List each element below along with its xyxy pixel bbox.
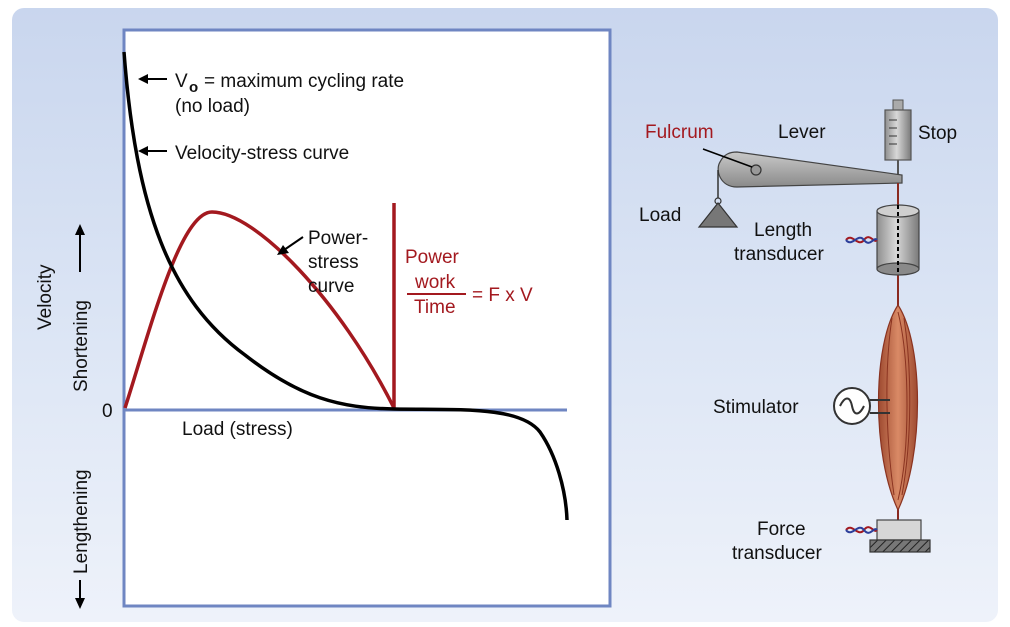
lever-arm xyxy=(717,151,903,188)
v0-no-load: (no load) xyxy=(175,96,250,117)
velocity-stress-arrowhead xyxy=(138,146,148,156)
power-stress-arrow xyxy=(283,236,304,251)
v0-symbol: V xyxy=(175,71,188,92)
v0-arrowhead xyxy=(138,74,148,84)
y-lengthening-label: Lengthening xyxy=(71,469,92,574)
v0-definition: = maximum cycling rate xyxy=(204,71,404,92)
stop-device xyxy=(884,99,912,178)
load-weight xyxy=(697,202,739,228)
stop-label: Stop xyxy=(918,123,957,144)
v0-subscript: o xyxy=(189,79,198,96)
force-transducer-label-1: Force xyxy=(757,519,806,540)
lever-label: Lever xyxy=(778,122,826,143)
x-axis-label: Load (stress) xyxy=(182,419,293,440)
muscle-apparatus: Fulcrum Lever Stop Load Length transduce… xyxy=(639,99,957,564)
formula-denominator: Time xyxy=(414,297,456,318)
muscle xyxy=(877,303,919,512)
power-stress-label-2: stress xyxy=(308,252,359,273)
length-transducer xyxy=(876,204,920,276)
fulcrum-pivot xyxy=(750,164,762,176)
length-transducer-label-2: transducer xyxy=(734,244,824,265)
power-stress-curve xyxy=(123,210,396,409)
velocity-stress-label: Velocity-stress curve xyxy=(175,143,349,164)
velocity-stress-annotation: Velocity-stress curve xyxy=(138,143,349,164)
length-wire-blue xyxy=(845,236,878,244)
fulcrum-label: Fulcrum xyxy=(645,122,714,143)
power-stress-label-3: curve xyxy=(308,276,354,297)
power-label: Power xyxy=(405,247,460,268)
load-label: Load xyxy=(639,205,681,226)
sine-wave-icon xyxy=(839,397,865,415)
lengthening-arrowhead xyxy=(75,598,85,609)
y-axis-title: Velocity xyxy=(35,264,56,330)
power-stress-annotation: Power- stress curve xyxy=(277,228,368,297)
velocity-stress-curve xyxy=(122,51,569,521)
force-transducer-label-2: transducer xyxy=(732,543,822,564)
velocity-graph: V o = maximum cycling rate (no load) Vel… xyxy=(35,28,612,609)
power-stress-arrowhead xyxy=(277,245,289,255)
stimulator xyxy=(833,387,890,425)
formula-rhs: = F x V xyxy=(472,285,533,306)
fulcrum-leader xyxy=(702,148,753,168)
y-shortening-label: Shortening xyxy=(71,300,92,392)
shortening-arrowhead xyxy=(75,224,85,235)
v0-annotation: V o = maximum cycling rate (no load) xyxy=(138,71,404,117)
power-formula: Power work Time = F x V xyxy=(405,247,533,318)
formula-numerator: work xyxy=(414,272,456,293)
force-transducer xyxy=(869,519,931,553)
zero-label: 0 xyxy=(102,401,113,422)
force-wire-blue xyxy=(845,526,878,534)
stimulator-label: Stimulator xyxy=(713,397,799,418)
power-stress-label-1: Power- xyxy=(308,228,368,249)
length-transducer-label-1: Length xyxy=(754,220,812,241)
